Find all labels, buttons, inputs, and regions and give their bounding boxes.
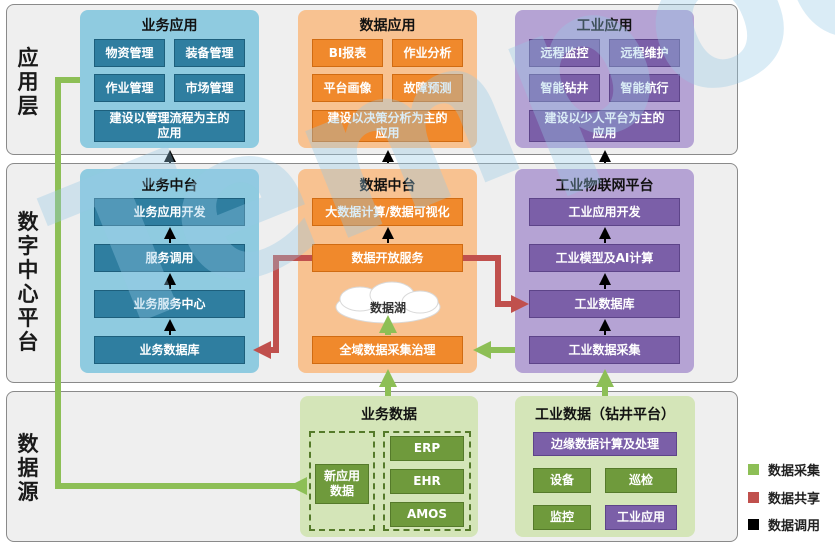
industry-app-item: 远程监控 bbox=[529, 39, 600, 67]
business-data-title: 业务数据 bbox=[361, 407, 417, 423]
business-apps-box: 业务应用 物资管理 装备管理 作业管理 市场管理 建设以管理流程为主的应用 bbox=[80, 10, 259, 148]
iot-platform-item: 工业数据采集 bbox=[529, 336, 680, 364]
industry-apps-title: 工业应用 bbox=[576, 18, 633, 34]
iot-platform-item: 工业模型及AI计算 bbox=[529, 244, 680, 272]
data-lake-label: 数据湖 bbox=[369, 301, 406, 315]
application-layer-label: 应用层 bbox=[17, 46, 39, 118]
industry-source-item: 监控 bbox=[533, 505, 591, 530]
data-apps-title: 数据应用 bbox=[359, 18, 416, 34]
new-app-data-frame bbox=[309, 431, 375, 531]
business-platform-item: 业务应用开发 bbox=[94, 198, 245, 226]
data-app-item: 故障预测 bbox=[392, 74, 463, 102]
iot-platform-item: 工业应用开发 bbox=[529, 198, 680, 226]
data-app-item: 平台画像 bbox=[312, 74, 383, 102]
iot-platform-item: 工业数据库 bbox=[529, 290, 680, 318]
legend-swatch-green bbox=[748, 464, 759, 475]
data-platform-item: 数据开放服务 bbox=[312, 244, 463, 272]
business-platform-title: 业务中台 bbox=[141, 178, 198, 194]
industry-apps-box: 工业应用 远程监控 远程维护 智能钻井 智能航行 建设以少人平台为主的应用 bbox=[515, 10, 694, 148]
edge-computing: 边缘数据计算及处理 bbox=[533, 432, 677, 456]
data-lake-cloud bbox=[335, 281, 441, 324]
legacy-systems-frame bbox=[383, 431, 471, 531]
industry-app-item: 智能航行 bbox=[609, 74, 680, 102]
legend-call: 数据调用 bbox=[748, 515, 820, 534]
legend-collection: 数据采集 bbox=[748, 460, 820, 479]
business-platform-item: 业务数据库 bbox=[94, 336, 245, 364]
source-system-erp: ERP bbox=[390, 436, 464, 461]
business-data-box: 业务数据 新应用数据 ERP EHR AMOS bbox=[300, 396, 478, 537]
data-platform-box: 数据中台 大数据计算/数据可视化 数据开放服务 全域数据采集治理 bbox=[298, 169, 477, 373]
legend-swatch-black bbox=[748, 519, 759, 530]
legend-label: 数据调用 bbox=[768, 519, 821, 534]
data-platform-item: 大数据计算/数据可视化 bbox=[312, 198, 463, 226]
data-platform-item: 全域数据采集治理 bbox=[312, 336, 463, 364]
data-app-footer: 建设以决策分析为主的应用 bbox=[312, 110, 463, 142]
industry-source-item: 工业应用 bbox=[605, 505, 677, 530]
iot-platform-box: 工业物联网平台 工业应用开发 工业模型及AI计算 工业数据库 工业数据采集 bbox=[515, 169, 694, 373]
industry-app-item: 智能钻井 bbox=[529, 74, 600, 102]
industry-source-item: 巡检 bbox=[605, 468, 677, 493]
legend-sharing: 数据共享 bbox=[748, 488, 820, 507]
new-app-data: 新应用数据 bbox=[315, 464, 369, 504]
source-system-ehr: EHR bbox=[390, 469, 464, 494]
platform-layer-label: 数字中心平台 bbox=[17, 210, 39, 354]
business-app-item: 市场管理 bbox=[174, 74, 245, 102]
business-app-footer: 建设以管理流程为主的应用 bbox=[94, 110, 245, 142]
industry-app-footer: 建设以少人平台为主的应用 bbox=[529, 110, 680, 142]
business-app-item: 装备管理 bbox=[174, 39, 245, 67]
legend-label: 数据采集 bbox=[768, 464, 821, 479]
legend-label: 数据共享 bbox=[768, 492, 821, 507]
iot-platform-title: 工业物联网平台 bbox=[555, 178, 654, 194]
industry-app-item: 远程维护 bbox=[609, 39, 680, 67]
industry-source-item: 设备 bbox=[533, 468, 591, 493]
source-layer-label: 数据源 bbox=[17, 432, 39, 504]
data-call-arrows bbox=[164, 150, 611, 335]
data-platform-title: 数据中台 bbox=[359, 178, 416, 194]
business-apps-title: 业务应用 bbox=[141, 18, 198, 34]
business-app-item: 物资管理 bbox=[94, 39, 165, 67]
data-sharing-arrows bbox=[253, 255, 529, 359]
source-system-amos: AMOS bbox=[390, 502, 464, 527]
data-apps-box: 数据应用 BI报表 作业分析 平台画像 故障预测 建设以决策分析为主的应用 bbox=[298, 10, 477, 148]
data-collection-arrows bbox=[55, 77, 614, 495]
business-app-item: 作业管理 bbox=[94, 74, 165, 102]
business-platform-box: 业务中台 业务应用开发 服务调用 业务服务中心 业务数据库 bbox=[80, 169, 259, 373]
business-platform-item: 业务服务中心 bbox=[94, 290, 245, 318]
industry-data-box: 工业数据（钻井平台） 边缘数据计算及处理 设备 巡检 监控 工业应用 bbox=[515, 396, 695, 537]
industry-data-title: 工业数据（钻井平台） bbox=[535, 407, 675, 423]
business-platform-item: 服务调用 bbox=[94, 244, 245, 272]
legend-swatch-red bbox=[748, 492, 759, 503]
data-app-item: BI报表 bbox=[312, 39, 383, 67]
data-app-item: 作业分析 bbox=[392, 39, 463, 67]
